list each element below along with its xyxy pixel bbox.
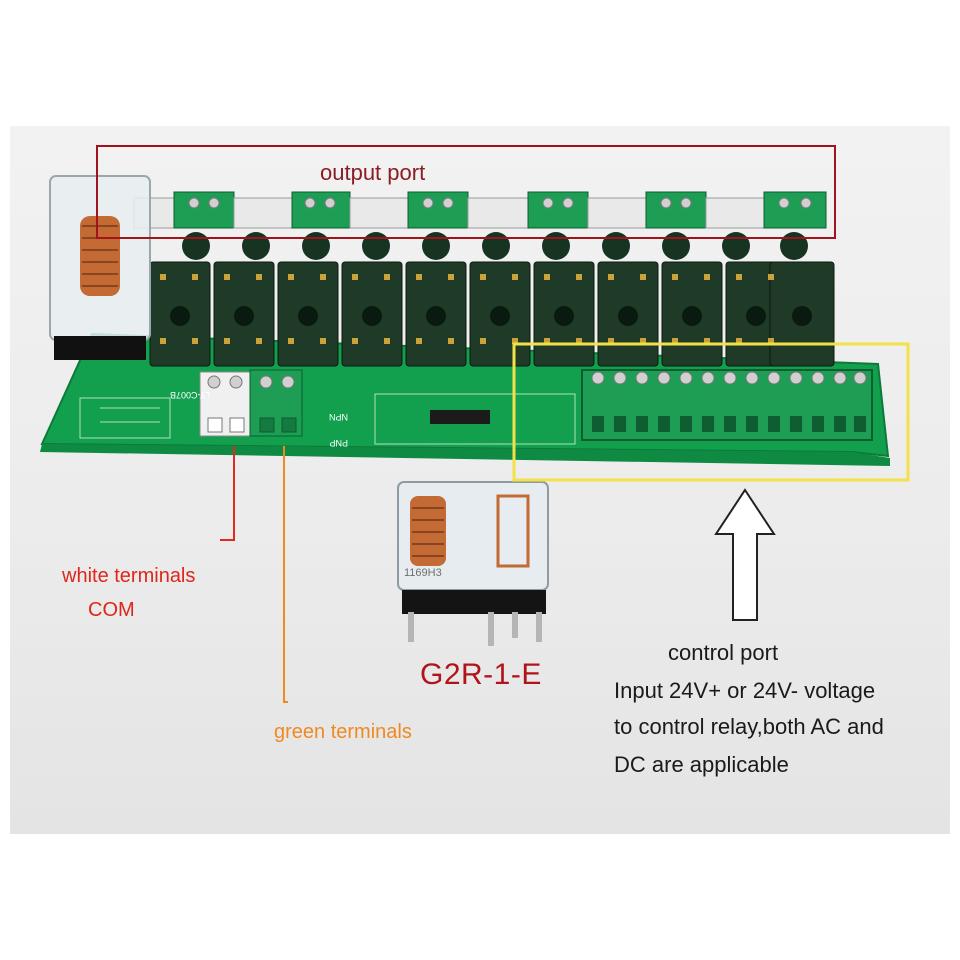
up-arrow-outline-icon: [714, 488, 776, 621]
control-port-title: control port: [668, 640, 779, 665]
control-port-desc-line-2: to control relay,both AC and: [614, 714, 884, 739]
white-terminals-label: white terminals: [62, 565, 196, 587]
output-terminals: [133, 191, 827, 229]
mounted-relay: [49, 175, 151, 360]
output-port-label: output port: [320, 160, 426, 185]
relay-model-label: G2R-1-E: [420, 658, 542, 691]
control-port-desc-line-3: DC are applicable: [614, 752, 789, 777]
com-label: COM: [88, 599, 135, 621]
control-terminals: [581, 369, 873, 441]
relay-sockets: [149, 261, 835, 367]
pin-header: [430, 410, 490, 424]
green-terminals-pointer: [283, 446, 288, 703]
green-terminals-label: green terminals: [274, 721, 412, 743]
com-terminals: [199, 369, 303, 437]
control-port-desc-line-1: Input 24V+ or 24V- voltage: [614, 678, 876, 703]
control-port-box: [512, 342, 910, 482]
standalone-relay: [397, 481, 549, 646]
white-terminals-pointer: [220, 446, 235, 541]
pcb-edge: [40, 444, 890, 466]
output-port-box: [96, 145, 836, 239]
